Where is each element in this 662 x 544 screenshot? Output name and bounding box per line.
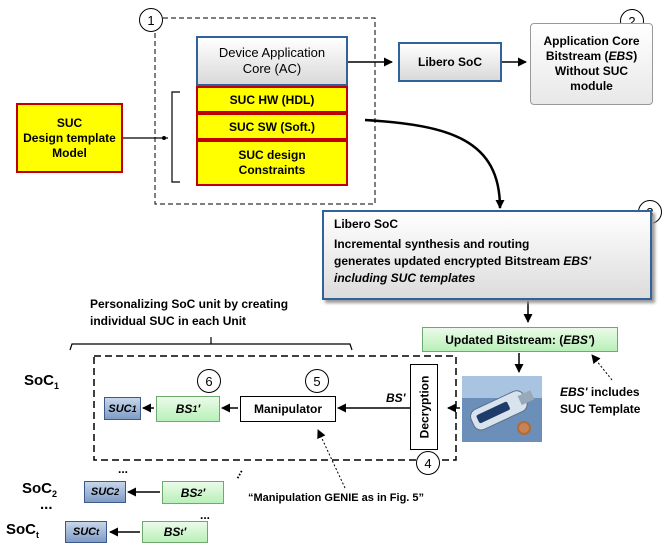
libero-soc-main: Libero SoC Incremental synthesis and rou…	[322, 210, 652, 300]
acb-line2-ebs: EBS	[608, 49, 634, 63]
acb-line2-c: )	[633, 49, 638, 63]
junction-dot	[162, 136, 166, 140]
manipulation-genie-annotation: “Manipulation GENIE as in Fig. 5”	[248, 492, 425, 504]
suc-model-line2: Design template	[23, 130, 116, 145]
libero-main-line2: generates updated encrypted Bitstream EB…	[334, 253, 640, 270]
bst-suffix: '	[183, 525, 187, 539]
ebs-includes-line2: SUC Template	[560, 402, 641, 416]
soc1-base: SoC	[24, 372, 54, 389]
ac-line2: Core (AC)	[242, 61, 302, 76]
soc2-label: SoC2	[22, 480, 57, 499]
decryption-label: Decryption	[417, 375, 431, 439]
libero-main-title: Libero SoC	[334, 217, 399, 231]
libero-main-line1: Incremental synthesis and routing	[334, 237, 530, 251]
suc-hw-box: SUC HW (HDL)	[196, 86, 348, 113]
bst-sub: t	[180, 527, 184, 537]
acb-line2: Bitstream (EBS)	[546, 49, 637, 64]
bs1-suffix: '	[197, 402, 201, 416]
device-application-core: Device Application Core (AC)	[196, 36, 348, 86]
personalizing-line2: individual SUC in each Unit	[90, 314, 247, 328]
design-group-dashed-box	[154, 17, 376, 205]
acb-line1: Application Core	[543, 34, 640, 48]
dots-soc: ...	[40, 496, 53, 513]
suc-sw-box: SUC SW (Soft.)	[196, 113, 348, 140]
bs2-base: BS	[180, 485, 198, 500]
suct-base: SUC	[72, 526, 97, 538]
application-core-bitstream: Application Core Bitstream (EBS) Without…	[530, 23, 653, 105]
personalization-brace	[69, 343, 353, 351]
bst-base: BS	[163, 525, 181, 539]
usb-programmer-icon	[462, 376, 542, 442]
suc1-sub: 1	[131, 403, 137, 414]
soc1-label: SoC1	[24, 372, 59, 391]
acb-line2-a: Bitstream (	[545, 49, 609, 63]
bs2-sub: 2	[197, 487, 203, 498]
ebs-includes-ebs: EBS'	[560, 385, 588, 399]
suc2-sub: 2	[114, 487, 120, 497]
suc-model-line3: Model	[52, 145, 87, 160]
ebs-includes-line1: EBS' includes	[560, 384, 640, 401]
acb-line3: Without SUC	[554, 64, 629, 78]
suct-sub: t	[96, 527, 100, 537]
dots-bs: ...	[200, 508, 211, 522]
updated-bitstream: Updated Bitstream: (EBS')	[422, 327, 618, 352]
suc-design-template-model: SUC Design template Model	[16, 103, 123, 173]
soc2-base: SoC	[22, 480, 52, 497]
suc-model-line1: SUC	[56, 115, 83, 130]
soct-label: SoCt	[6, 521, 39, 540]
libero-soc-top: Libero SoC	[398, 42, 502, 82]
updated-bitstream-close: )	[590, 332, 595, 347]
marker-5: 5	[305, 369, 329, 393]
bs1-base: BS	[175, 402, 193, 416]
acb-line4: module	[570, 79, 613, 93]
suc-constraints-box: SUC design Constraints	[196, 140, 348, 186]
libero-main-line2-text: generates updated encrypted Bitstream	[334, 254, 564, 268]
marker-6: 6	[197, 369, 221, 393]
personalizing-line1: Personalizing SoC unit by creating	[90, 297, 289, 311]
bs2-suffix: '	[202, 485, 206, 500]
ebs-annotation-pointer	[591, 354, 613, 381]
ebs-includes-rest: includes	[587, 385, 640, 399]
soc2-sub: 2	[52, 489, 58, 499]
suc-bracket	[171, 91, 180, 183]
suc1-base: SUC	[108, 402, 132, 415]
ebs-includes-annotation: EBS' includes SUC Template	[560, 384, 640, 418]
constraints-line1: SUC design	[238, 148, 306, 162]
marker-1: 1	[139, 8, 163, 32]
suc2-base: SUC	[90, 486, 115, 498]
decryption-box: Decryption	[410, 364, 438, 450]
updated-bitstream-ebs: EBS'	[563, 332, 591, 347]
suc-to-libero-curve-arrow	[364, 118, 505, 209]
genie-pointer	[317, 429, 346, 489]
soct-base: SoC	[6, 521, 36, 538]
constraints-line2: Constraints	[238, 163, 306, 177]
personalizing-annotation: Personalizing SoC unit by creating indiv…	[90, 296, 288, 330]
bs-prime-label: BS'	[386, 391, 406, 405]
manipulator-box: Manipulator	[240, 396, 336, 422]
libero-main-line2-ebs: EBS'	[563, 254, 591, 268]
soc1-sub: 1	[54, 381, 60, 391]
soct-sub: t	[36, 530, 39, 540]
ac-line1: Device Application	[218, 45, 326, 60]
marker-4: 4	[416, 451, 440, 475]
updated-bitstream-text: Updated Bitstream: (	[445, 332, 564, 347]
libero-main-line3: including SUC templates	[334, 271, 476, 285]
bs1-sub: 1	[192, 404, 198, 414]
dots-middle: ...	[118, 462, 129, 476]
